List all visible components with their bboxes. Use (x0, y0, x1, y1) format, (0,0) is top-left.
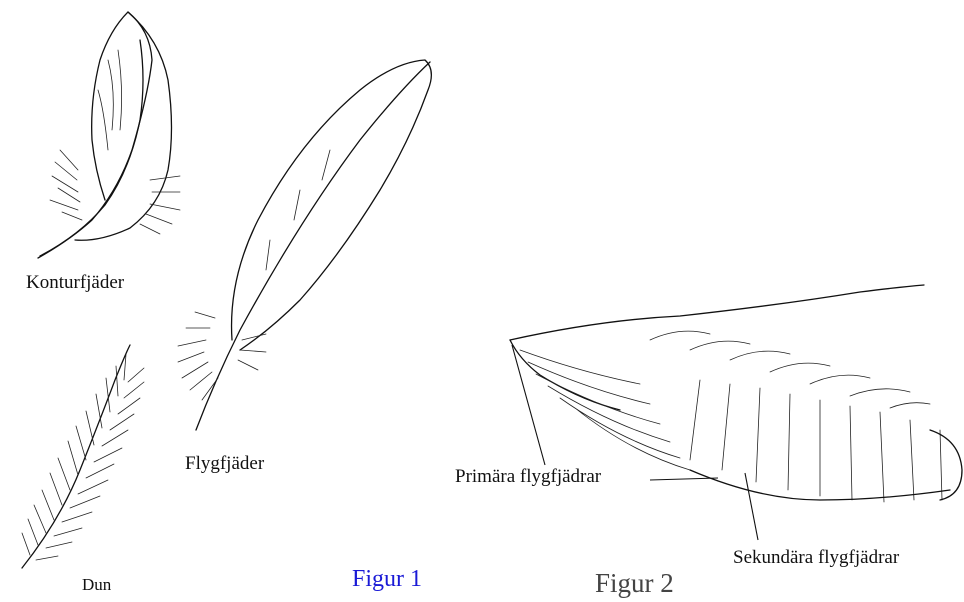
secondary-flight-feathers-label: Sekundära flygfjädrar (733, 547, 899, 569)
primary-flight-feathers-label: Primära flygfjädrar (455, 466, 601, 488)
contour-feather-label: Konturfjäder (26, 272, 124, 294)
wing-tip-leader-line (512, 345, 545, 465)
flight-feather-drawing (178, 60, 431, 430)
secondary-leader-line (745, 473, 758, 540)
figure-1-caption: Figur 1 (352, 566, 422, 593)
flight-feather-label: Flygfjäder (185, 453, 264, 475)
down-feather-drawing (22, 345, 144, 568)
contour-feather-drawing (38, 12, 180, 258)
primary-leader-line (650, 478, 718, 480)
figure-2-caption: Figur 2 (595, 568, 674, 599)
down-feather-label: Dun (82, 575, 111, 595)
